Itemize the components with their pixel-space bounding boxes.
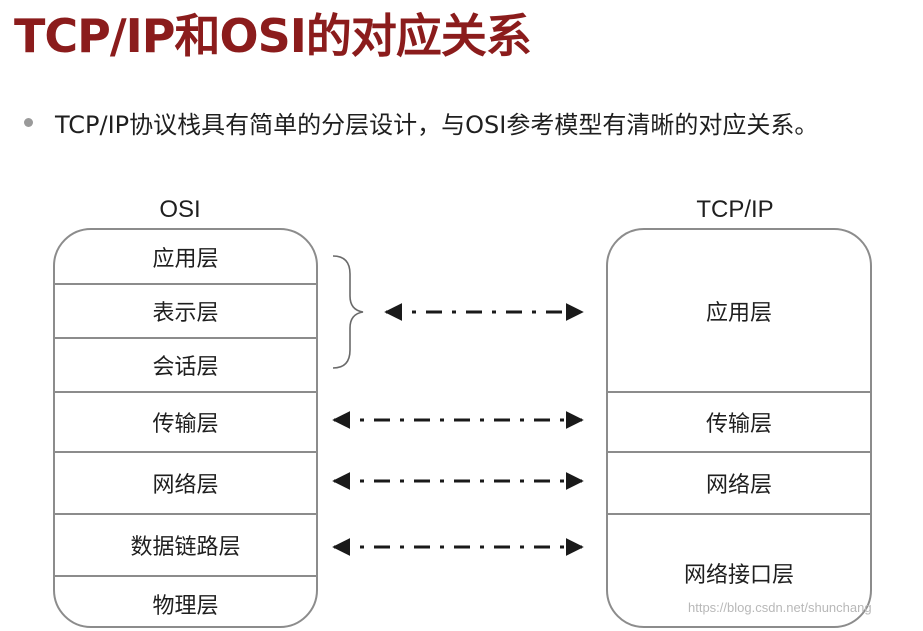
curly-brace bbox=[332, 255, 364, 369]
tcpip-layer-application: 应用层 bbox=[705, 300, 772, 326]
osi-layer-datalink: 数据链路层 bbox=[55, 513, 316, 575]
tcpip-layer-transport: 传输层 bbox=[608, 391, 870, 451]
osi-layer-presentation: 表示层 bbox=[55, 283, 316, 337]
osi-layer-physical: 物理层 bbox=[55, 575, 316, 626]
osi-layer-transport: 传输层 bbox=[55, 391, 316, 451]
slide-title: TCP/IP和OSI的对应关系 bbox=[14, 9, 532, 63]
osi-layer-session: 会话层 bbox=[55, 337, 316, 391]
tcpip-label: TCP/IP bbox=[696, 196, 774, 223]
watermark: https://blog.csdn.net/shunchang bbox=[688, 600, 872, 615]
osi-label: OSI bbox=[159, 196, 201, 223]
tcpip-stack: 应用层 传输层 网络层 网络接口层 bbox=[606, 228, 872, 628]
osi-layer-application: 应用层 bbox=[152, 246, 219, 272]
tcpip-layer-interface: 网络接口层 bbox=[608, 513, 870, 626]
bullet-dot bbox=[24, 118, 33, 127]
osi-stack: 应用层 表示层 会话层 传输层 网络层 数据链路层 物理层 bbox=[53, 228, 318, 628]
tcpip-layer-network: 网络层 bbox=[608, 451, 870, 513]
bullet-text: TCP/IP协议栈具有简单的分层设计，与OSI参考模型有清晰的对应关系。 bbox=[55, 111, 819, 139]
osi-layer-network: 网络层 bbox=[55, 451, 316, 513]
